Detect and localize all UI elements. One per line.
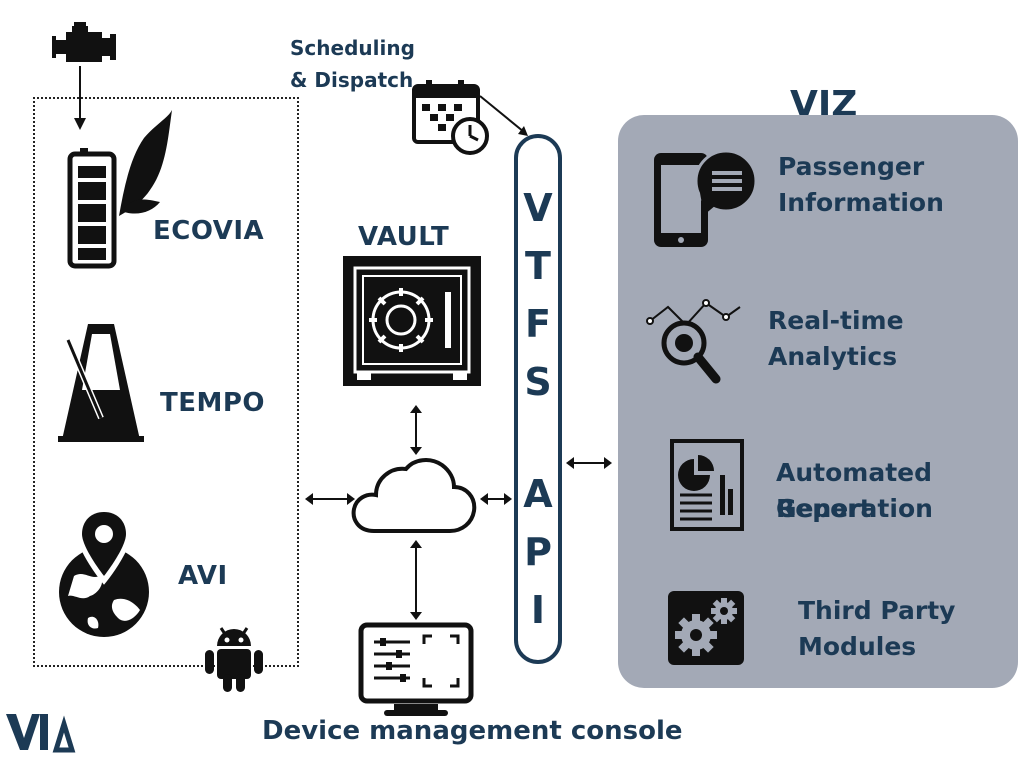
viz-panel: Passenger Information Real-time Analytic… bbox=[618, 115, 1018, 688]
ecovia-label: ECOVIA bbox=[153, 216, 265, 246]
console-monitor-icon bbox=[358, 622, 474, 716]
calendar-clock-icon bbox=[412, 80, 489, 155]
viz-item-line2: Information bbox=[778, 188, 944, 217]
cloud-icon bbox=[351, 458, 477, 533]
api-letter-s: S bbox=[524, 360, 552, 404]
vault-cloud-arrow bbox=[410, 405, 422, 455]
report-document-icon bbox=[670, 439, 744, 531]
viz-item-line2: Analytics bbox=[768, 342, 898, 371]
edge-device-boundary bbox=[33, 97, 299, 667]
globe-pin-icon bbox=[59, 506, 149, 637]
vault-safe-icon bbox=[343, 256, 481, 386]
viz-item-line2: Modules bbox=[798, 632, 917, 661]
api-letter-t: T bbox=[525, 244, 551, 288]
scheduling-arrow bbox=[479, 95, 528, 136]
edge-cloud-arrow bbox=[305, 493, 355, 505]
metronome-icon bbox=[58, 324, 144, 442]
tempo-label: TEMPO bbox=[160, 388, 266, 418]
api-viz-arrow bbox=[566, 457, 612, 469]
api-letter-i: I bbox=[530, 588, 546, 632]
viz-item-line1: Passenger bbox=[778, 152, 925, 181]
viz-item-line1: Real-time bbox=[768, 306, 904, 335]
battery-leaf-icon bbox=[67, 110, 172, 269]
api-letter-p: P bbox=[524, 530, 552, 574]
analytics-magnifier-icon bbox=[646, 299, 741, 384]
api-letter-f: F bbox=[525, 302, 551, 346]
engine-arrow bbox=[74, 66, 86, 130]
api-letter-v: V bbox=[523, 186, 553, 230]
vault-label: VAULT bbox=[358, 222, 450, 252]
via-logo-icon bbox=[6, 714, 76, 753]
gears-icon bbox=[668, 591, 744, 665]
viz-item-line1: Third Party bbox=[798, 596, 956, 625]
vtfs-api-bar: V T F S A P I bbox=[514, 134, 562, 664]
cloud-console-arrow bbox=[410, 540, 422, 620]
android-icon bbox=[205, 627, 263, 692]
viz-item-line1: Automated Report bbox=[776, 458, 932, 523]
scheduling-label-line2: & Dispatch bbox=[290, 68, 414, 92]
api-letter-a: A bbox=[523, 472, 553, 516]
viz-item-line2: Generation bbox=[776, 494, 933, 523]
cloud-api-arrow bbox=[480, 493, 512, 505]
avi-label: AVI bbox=[178, 561, 228, 591]
smartphone-chat-icon bbox=[654, 149, 758, 247]
scheduling-label-line1: Scheduling bbox=[290, 36, 415, 60]
console-label: Device management console bbox=[262, 716, 683, 746]
engine-icon bbox=[52, 22, 116, 62]
